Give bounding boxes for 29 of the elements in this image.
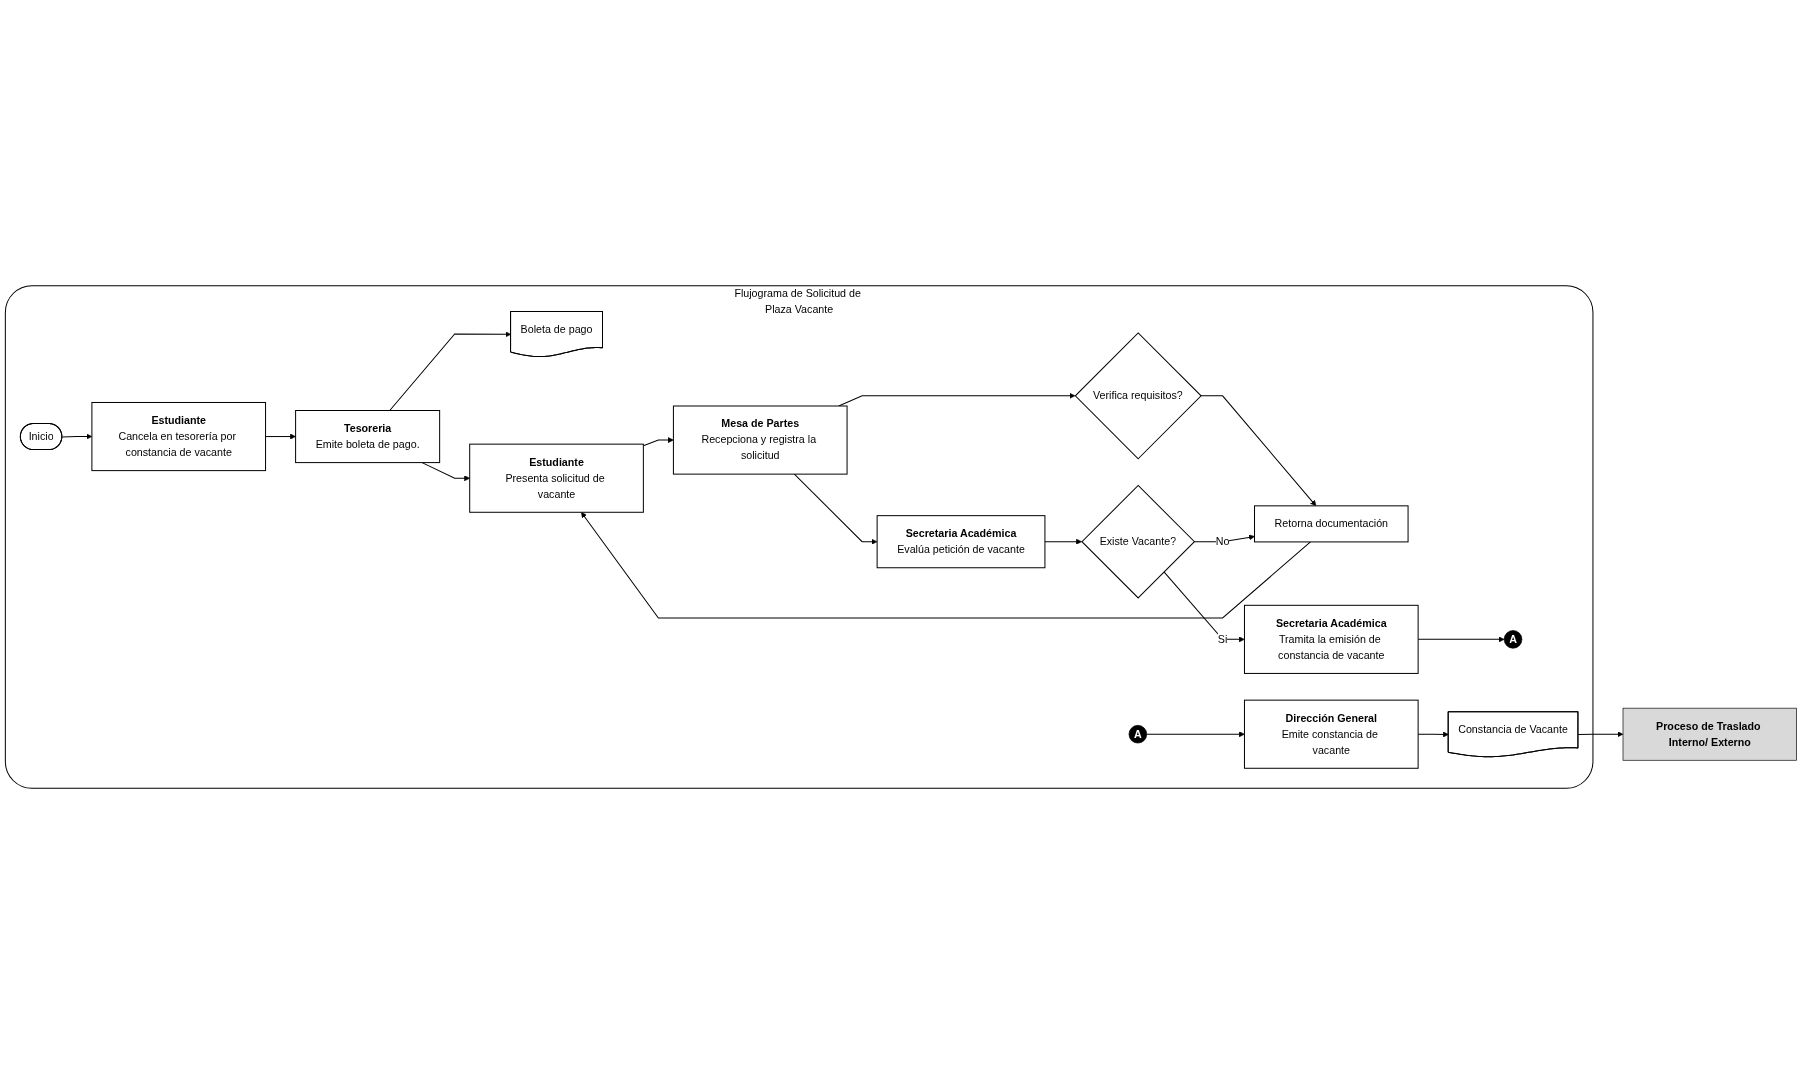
node-box: Estudiante Cancela en tesorería por constancia de vacante (91, 402, 267, 472)
arrow (389, 331, 512, 411)
arrow (1417, 636, 1505, 643)
arrow (265, 433, 296, 440)
node-box: Estudiante Presenta solicitud de vacante (469, 443, 644, 513)
node-diamond: Existe Vacante? (1081, 484, 1195, 599)
node-circle: A (1503, 630, 1523, 649)
node-box: Dirección General Emite constancia de vacante (1243, 699, 1419, 769)
arrow (1200, 395, 1317, 507)
arrow (642, 437, 674, 447)
node-box: Secretaria Académica Evalúa petición de vacante (876, 515, 1046, 569)
arrow (1577, 731, 1624, 738)
arrow (793, 473, 878, 545)
edge-label: No (1215, 535, 1230, 548)
arrow (1417, 731, 1449, 738)
node-box: Retorna documentación (1254, 505, 1409, 543)
node-box: Mesa de Partes Recepciona y registra la solicitud (672, 405, 848, 475)
arrow (61, 433, 93, 440)
node-box: Secretaria Académica Tramita la emisión de constancia de vacante (1243, 604, 1419, 674)
arrow (1163, 571, 1245, 643)
node-diamond: Verifica requisitos? (1074, 332, 1202, 460)
node-box: Tesoreria Emite boleta de pago. (295, 410, 441, 464)
arrow (838, 392, 1076, 407)
node-box: Proceso de Traslado Interno/ Externo (1622, 707, 1797, 761)
edge-label: Si (1217, 633, 1228, 645)
arrow (1146, 731, 1245, 738)
arrow (1044, 538, 1082, 545)
arrow (421, 462, 470, 482)
node-circle: A (1128, 725, 1148, 744)
